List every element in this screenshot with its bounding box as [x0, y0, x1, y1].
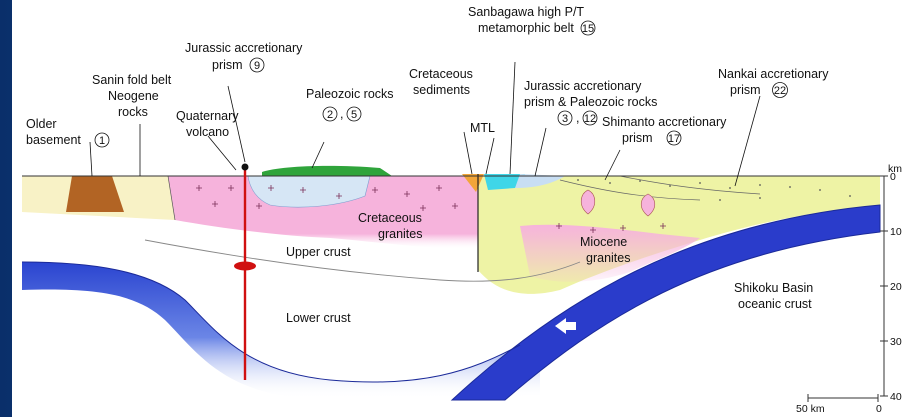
label-nankai-2: prism: [730, 83, 761, 97]
depth-tick-10: 10: [890, 226, 902, 238]
label-sanin-2: Neogene: [108, 89, 159, 103]
lower-blue-band: [22, 262, 540, 399]
scale-bar-zero: 0: [876, 403, 882, 415]
label-miocene-2: granites: [586, 251, 630, 265]
ref-jurassic-prism: 9: [254, 60, 260, 72]
label-sanbagawa-2: metamorphic belt: [478, 21, 574, 35]
ref-separator: ,: [576, 111, 579, 125]
label-paleozoic: Paleozoic rocks: [306, 87, 394, 101]
ref-sanbagawa: 15: [582, 23, 594, 35]
label-jurassic-prism-1: Jurassic accretionary: [185, 41, 303, 55]
label-jurassic-prism-2: prism: [212, 58, 243, 72]
ref-nankai: 22: [774, 85, 786, 97]
magma-chamber: [234, 262, 256, 271]
label-older-basement-2: basement: [26, 133, 81, 147]
label-upper-crust: Upper crust: [286, 245, 351, 259]
label-nankai-1: Nankai accretionary: [718, 67, 829, 81]
label-sanin-1: Sanin fold belt: [92, 73, 172, 87]
depth-axis: km 0 10 20 30 40: [880, 163, 902, 403]
ref-shimanto: 17: [668, 133, 680, 145]
scale-bar: 50 km 0: [796, 394, 882, 415]
ref-separator: ,: [340, 107, 343, 121]
label-cretaceous-sed-2: sediments: [413, 83, 470, 97]
label-jur-paleo-1: Jurassic accretionary: [524, 79, 642, 93]
label-cret-granite-1: Cretaceous: [358, 211, 422, 225]
label-quaternary-1: Quaternary: [176, 109, 239, 123]
label-cretaceous-sed-1: Cretaceous: [409, 67, 473, 81]
label-cret-granite-2: granites: [378, 227, 422, 241]
label-lower-crust: Lower crust: [286, 311, 351, 325]
depth-tick-30: 30: [890, 336, 902, 348]
label-mtl: MTL: [470, 121, 495, 135]
scale-bar-label: 50 km: [796, 403, 825, 415]
depth-tick-0: 0: [890, 171, 896, 183]
ref-older-basement: 1: [99, 135, 105, 147]
label-jur-paleo-2: prism & Paleozoic rocks: [524, 95, 657, 109]
ref-jur-paleo-b: 12: [584, 113, 596, 125]
label-shimanto-1: Shimanto accretionary: [602, 115, 727, 129]
ref-jur-paleo-a: 3: [562, 113, 568, 125]
label-miocene-1: Miocene: [580, 235, 627, 249]
ref-paleozoic-b: 5: [351, 109, 357, 121]
label-older-basement-1: Older: [26, 117, 57, 131]
label-shikoku-2: oceanic crust: [738, 297, 812, 311]
depth-tick-40: 40: [890, 391, 902, 403]
label-moho: Moho: [290, 357, 321, 371]
paleozoic-green-cap: [262, 166, 392, 176]
volcano-summit: [242, 164, 249, 171]
label-sanin-3: rocks: [118, 105, 148, 119]
ref-paleozoic-a: 2: [327, 109, 333, 121]
label-quaternary-2: volcano: [186, 125, 229, 139]
label-shikoku-1: Shikoku Basin: [734, 281, 813, 295]
label-sanbagawa-1: Sanbagawa high P/T: [468, 5, 584, 19]
label-shimanto-2: prism: [622, 131, 653, 145]
depth-tick-20: 20: [890, 281, 902, 293]
